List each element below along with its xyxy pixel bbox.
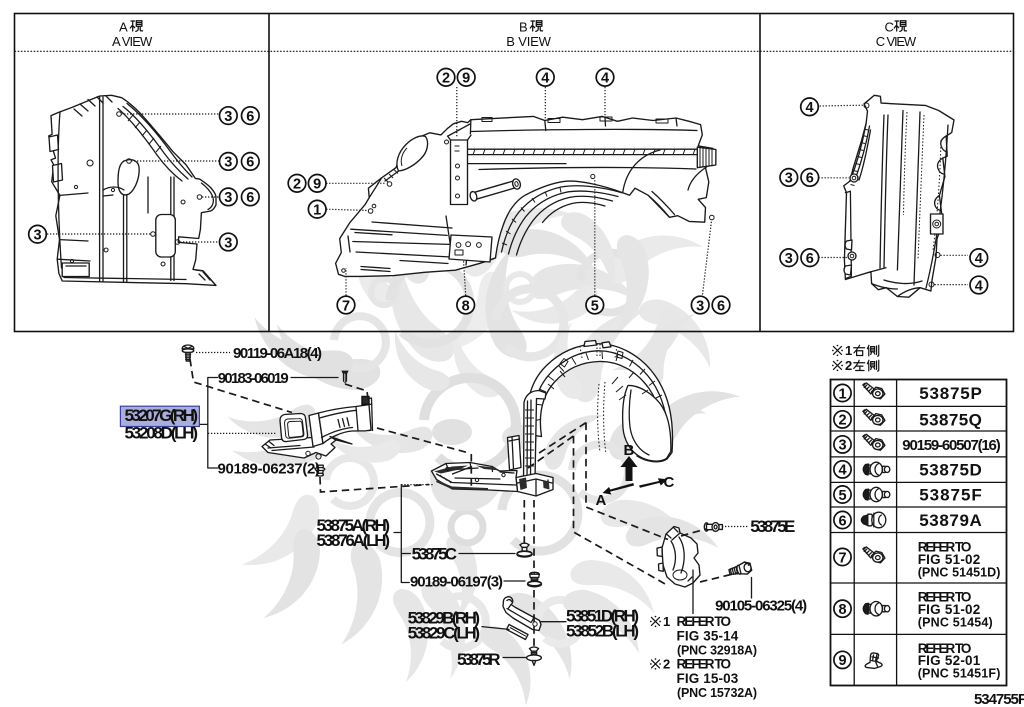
svg-text:B: B	[519, 20, 528, 35]
svg-text:(PNC 51451F): (PNC 51451F)	[918, 667, 1001, 681]
svg-text:4: 4	[805, 100, 813, 116]
svg-text:1: 1	[838, 386, 846, 402]
svg-text:FIG 52-01: FIG 52-01	[918, 653, 981, 668]
svg-text:FIG 51-02: FIG 51-02	[918, 602, 981, 617]
svg-text:1: 1	[845, 343, 852, 358]
svg-text:C: C	[885, 20, 894, 35]
svg-text:REFER TO: REFER TO	[918, 540, 972, 555]
svg-text:53875A(RH): 53875A(RH)	[317, 516, 391, 535]
svg-text:B VIEW: B VIEW	[506, 34, 551, 49]
svg-text:3: 3	[224, 235, 232, 251]
svg-text:4: 4	[838, 463, 846, 479]
svg-text:53875F: 53875F	[919, 486, 982, 505]
svg-text:90189-06237(2): 90189-06237(2)	[218, 461, 321, 478]
svg-text:6: 6	[806, 251, 814, 267]
svg-text:A: A	[119, 20, 128, 35]
svg-text:3: 3	[785, 171, 793, 187]
svg-text:REFER TO: REFER TO	[677, 657, 732, 672]
svg-text:5: 5	[591, 298, 599, 314]
svg-text:(PNC 51454): (PNC 51454)	[918, 616, 993, 630]
svg-text:3: 3	[838, 438, 846, 454]
svg-text:2: 2	[845, 358, 852, 373]
svg-text:6: 6	[838, 513, 846, 529]
svg-text:53208D(LH): 53208D(LH)	[125, 423, 199, 442]
svg-text:9: 9	[838, 653, 846, 669]
svg-text:REFER TO: REFER TO	[677, 614, 732, 629]
svg-text:53875E: 53875E	[750, 517, 795, 536]
svg-text:3: 3	[696, 298, 704, 314]
svg-text:(PNC 32918A): (PNC 32918A)	[677, 644, 757, 658]
svg-text:53879A: 53879A	[919, 511, 982, 530]
svg-text:3: 3	[33, 227, 41, 243]
svg-text:FIG 51-02: FIG 51-02	[918, 552, 981, 567]
svg-text:7: 7	[838, 550, 846, 566]
svg-text:8: 8	[838, 602, 846, 618]
svg-text:4: 4	[541, 71, 549, 87]
svg-text:7: 7	[342, 298, 350, 314]
svg-text:6: 6	[806, 171, 814, 187]
svg-text:(PNC 15732A): (PNC 15732A)	[677, 686, 757, 700]
svg-text:53875Q: 53875Q	[919, 410, 982, 429]
svg-text:6: 6	[246, 190, 254, 206]
svg-text:3: 3	[224, 190, 232, 206]
svg-text:2: 2	[663, 657, 670, 672]
svg-text:4: 4	[601, 71, 609, 87]
svg-text:6: 6	[246, 155, 254, 171]
svg-text:53851D(RH): 53851D(RH)	[566, 607, 639, 626]
svg-text:90189-06197(3): 90189-06197(3)	[410, 574, 503, 591]
svg-text:(PNC 51451D): (PNC 51451D)	[918, 566, 1001, 580]
svg-text:3: 3	[785, 251, 793, 267]
svg-text:6: 6	[246, 109, 254, 125]
svg-text:1: 1	[313, 202, 321, 218]
svg-text:53829B(RH): 53829B(RH)	[408, 609, 480, 628]
svg-text:3: 3	[224, 109, 232, 125]
svg-text:53207G(RH): 53207G(RH)	[125, 406, 199, 425]
svg-text:6: 6	[717, 298, 725, 314]
svg-text:C: C	[664, 474, 675, 491]
svg-text:2: 2	[838, 413, 846, 429]
svg-text:9: 9	[462, 71, 470, 87]
svg-text:53829C(LH): 53829C(LH)	[408, 624, 480, 643]
svg-text:90183-06019: 90183-06019	[218, 370, 289, 387]
svg-text:A VIEW: A VIEW	[112, 34, 153, 49]
svg-text:53875P: 53875P	[919, 384, 982, 403]
svg-text:8: 8	[462, 298, 470, 314]
svg-text:53875C: 53875C	[412, 545, 457, 564]
svg-text:53852B(LH): 53852B(LH)	[566, 622, 639, 641]
svg-text:REFER TO: REFER TO	[918, 590, 972, 605]
svg-text:2: 2	[442, 71, 450, 87]
svg-text:90159-60507(16): 90159-60507(16)	[902, 437, 1000, 454]
svg-text:2: 2	[293, 177, 301, 193]
svg-text:3: 3	[224, 155, 232, 171]
svg-text:53876A(LH): 53876A(LH)	[317, 531, 391, 550]
svg-text:REFER TO: REFER TO	[918, 641, 972, 656]
svg-text:4: 4	[975, 251, 983, 267]
svg-text:4: 4	[975, 278, 983, 294]
svg-text:FIG 15-03: FIG 15-03	[677, 671, 739, 686]
svg-text:1: 1	[663, 614, 670, 629]
svg-text:534755F: 534755F	[974, 691, 1024, 707]
svg-text:9: 9	[313, 177, 321, 193]
svg-text:53875R: 53875R	[457, 650, 501, 669]
svg-text:A: A	[596, 492, 607, 509]
svg-text:B: B	[624, 442, 635, 459]
svg-text:90119-06A18(4): 90119-06A18(4)	[233, 345, 322, 362]
svg-text:53875D: 53875D	[919, 460, 982, 479]
svg-text:C VIEW: C VIEW	[876, 34, 917, 49]
svg-text:90105-06325(4): 90105-06325(4)	[715, 598, 807, 615]
svg-text:FIG 35-14: FIG 35-14	[677, 629, 739, 644]
svg-text:5: 5	[838, 488, 846, 504]
